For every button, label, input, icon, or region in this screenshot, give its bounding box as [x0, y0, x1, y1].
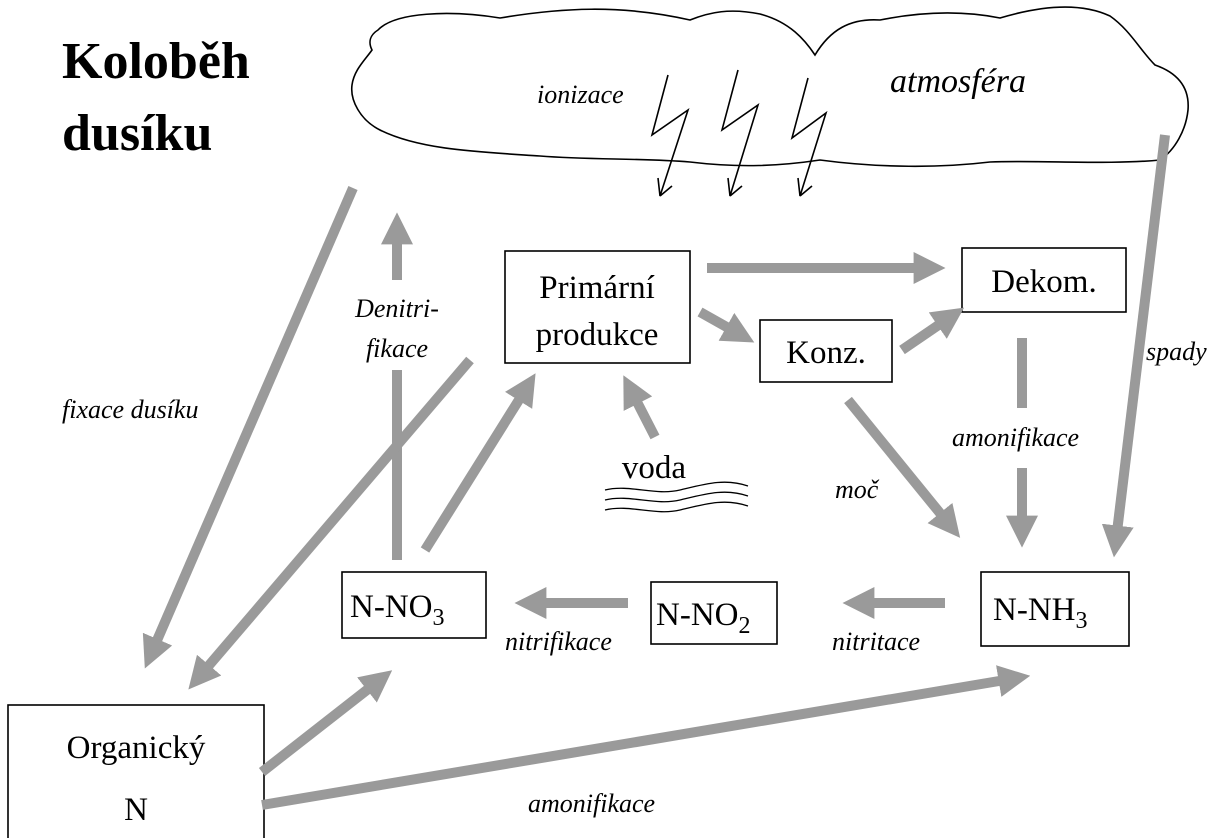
- organic-n-box: [7, 704, 265, 838]
- arrow-organic-to-nitrate: [258, 670, 393, 776]
- water-waves-icon: [604, 481, 749, 513]
- nitritation-label: nitritace: [832, 627, 920, 656]
- water-label: voda: [622, 450, 687, 486]
- nitrite-box: [650, 581, 778, 645]
- lightning-icon: [650, 69, 828, 197]
- atmosphere-cloud-icon: [351, 6, 1189, 168]
- arrow-primary-to-consumers: [697, 307, 755, 343]
- fallout-label: spady: [1146, 337, 1207, 366]
- ammonification-bottom-label: amonifikace: [528, 789, 655, 818]
- atmosphere-label: atmosféra: [890, 63, 1026, 100]
- diagram-title-line2: dusíku: [62, 105, 212, 162]
- urine-label: moč: [835, 475, 880, 504]
- arrow-primary-to-organic: [188, 356, 474, 690]
- decomposers-box: [961, 247, 1127, 313]
- arrow-fallout: [1101, 134, 1170, 558]
- consumers-box: [759, 319, 893, 383]
- arrow-fixation: [142, 186, 358, 669]
- denitrification-label-2: fikace: [366, 334, 428, 363]
- primary-production-line2: produkce: [536, 317, 659, 353]
- fixation-label: fixace dusíku: [62, 395, 198, 424]
- arrow-urine: [844, 396, 961, 538]
- consumers-label: Konz.: [786, 335, 866, 371]
- primary-production-line1: Primární: [539, 270, 654, 306]
- nitrification-label: nitrifikace: [505, 627, 612, 656]
- ammonia-box: [980, 571, 1130, 647]
- arrow-nitrate-to-primary: [420, 373, 536, 553]
- organic-n-line2: N: [124, 792, 148, 828]
- ionization-label: ionizace: [537, 80, 624, 109]
- arrow-water-to-primary: [623, 375, 660, 440]
- nitrite-label: N-NO2: [656, 597, 750, 639]
- primary-production-box: [504, 250, 691, 364]
- denitrification-label-1: Denitri-: [354, 294, 439, 323]
- arrow-ammonification-bottom: [261, 665, 1031, 810]
- decomposers-label: Dekom.: [991, 264, 1096, 300]
- arrow-consumers-to-decomposers: [899, 307, 965, 355]
- diagram-title-line1: Koloběh: [62, 33, 250, 90]
- nitrate-label: N-NO3: [350, 589, 444, 631]
- flow-arrows: [142, 134, 1170, 810]
- nitrate-box: [341, 571, 487, 639]
- ammonia-label: N-NH3: [993, 592, 1087, 634]
- ammonification-right-label: amonifikace: [952, 423, 1079, 452]
- organic-n-line1: Organický: [67, 730, 206, 766]
